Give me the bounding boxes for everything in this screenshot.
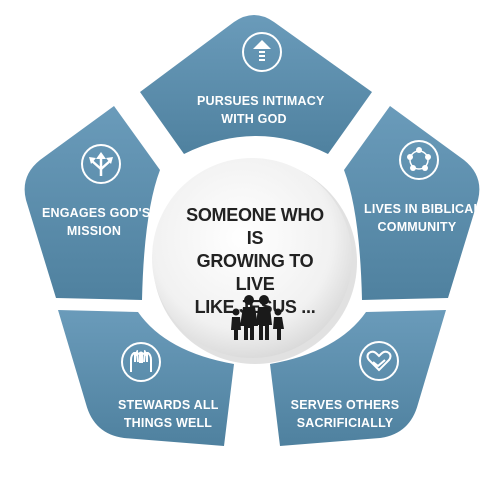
heart-hands-icon <box>359 341 399 381</box>
segment-lives-in-community <box>344 106 480 300</box>
label-line: LIVES IN BIBLICAL <box>364 202 482 216</box>
label-pursues-intimacy: PURSUES INTIMACY WITH GOD <box>197 92 325 128</box>
segment-engages-mission <box>24 106 160 300</box>
label-stewards-all: STEWARDS ALL THINGS WELL <box>118 396 218 432</box>
label-line: COMMUNITY <box>377 220 457 234</box>
arrow-up-icon <box>242 32 282 72</box>
raised-hands-icon <box>121 342 161 382</box>
label-serves-others: SERVES OTHERS SACRIFICIALLY <box>290 396 400 432</box>
center-line: GROWING TO LIVE <box>196 251 314 294</box>
label-lives-in-community: LIVES IN BIBLICAL COMMUNITY <box>364 200 482 236</box>
center-line: LIKE JESUS ... <box>194 297 316 317</box>
label-line: SERVES OTHERS <box>290 398 400 412</box>
center-line: SOMEONE WHO IS <box>186 205 324 248</box>
family-icon <box>231 295 284 340</box>
label-line: ENGAGES GOD'S <box>42 206 151 220</box>
branching-arrows-icon <box>81 144 121 184</box>
center-circle <box>152 158 352 358</box>
label-line: PURSUES INTIMACY <box>197 94 325 108</box>
segment-pursues-intimacy <box>140 15 372 154</box>
label-line: THINGS WELL <box>123 416 213 430</box>
label-line: WITH GOD <box>221 112 287 126</box>
center-statement: SOMEONE WHO IS GROWING TO LIVE LIKE JESU… <box>180 204 330 319</box>
label-line: SACRIFICIALLY <box>296 416 394 430</box>
label-line: MISSION <box>66 224 122 238</box>
label-line: STEWARDS ALL <box>118 398 219 412</box>
label-engages-mission: ENGAGES GOD'S MISSION <box>42 204 151 240</box>
segment-serves-others <box>270 310 446 446</box>
community-circle-icon <box>399 140 439 180</box>
